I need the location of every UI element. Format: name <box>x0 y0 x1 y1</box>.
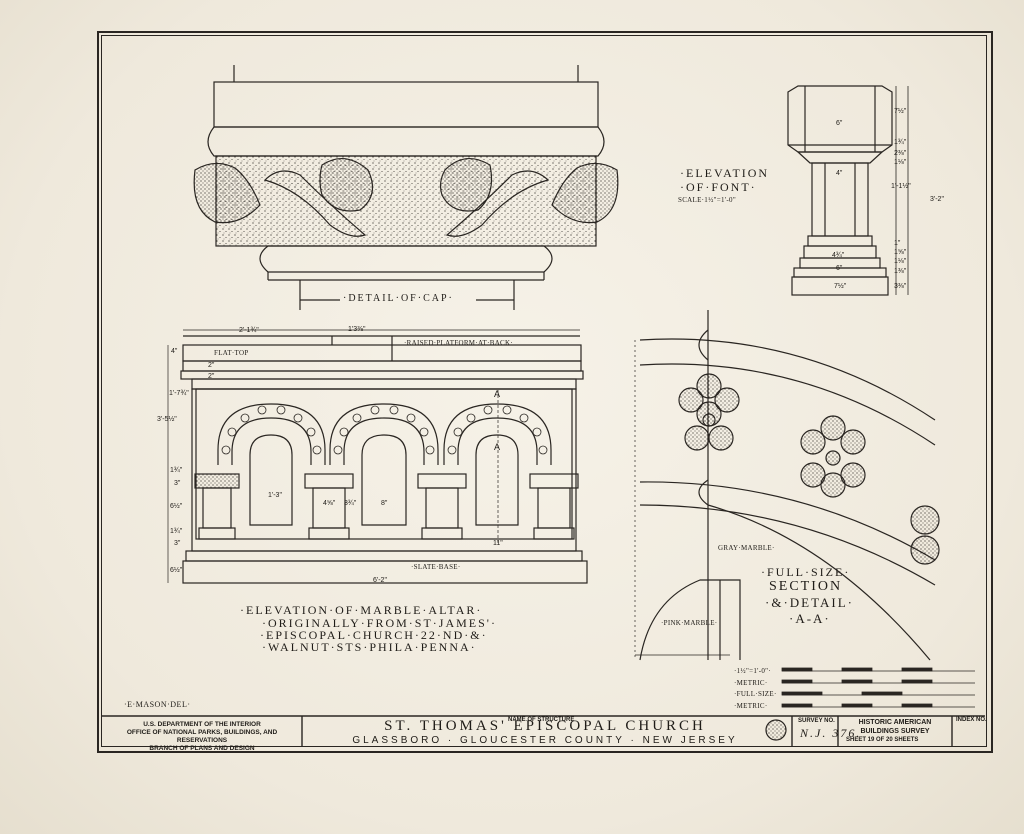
scale-label-4: ·METRIC· <box>734 702 768 710</box>
altar-caption-line4: ·WALNUT·STS·PHILA·PENNA· <box>262 640 477 654</box>
font-dim-right9: 1⅜" <box>894 268 907 275</box>
index-number-label: INDEX NO. <box>956 717 987 723</box>
altar-dim-left7: 1¾" <box>170 528 183 535</box>
detail-caption-line1: ·FULL·SIZE· <box>761 565 851 579</box>
altar-dim-inner1: 2" <box>208 362 215 369</box>
font-dim-right3: 2⅜" <box>894 150 907 157</box>
font-scale: SCALE·1½"=1'-0" <box>678 196 737 204</box>
structure-location: GLASSBORO · GLOUCESTER COUNTY · NEW JERS… <box>352 735 738 746</box>
font-dim-base-width2: 6" <box>836 265 843 272</box>
title-block-lines <box>101 715 985 747</box>
font-dim-right2: 1¾" <box>894 139 907 146</box>
agency-block: U.S. DEPARTMENT OF THE INTERIOR OFFICE O… <box>104 721 300 753</box>
detail-caption-line2: SECTION <box>769 579 843 594</box>
habs-block: HISTORIC AMERICAN BUILDINGS SURVEY <box>842 718 948 736</box>
scale-bars <box>781 667 975 708</box>
font-caption-line2: ·OF·FONT· <box>680 180 757 194</box>
altar-dim-left6: 6½" <box>170 503 183 510</box>
structure-name-caption: NAME OF STRUCTURE <box>508 717 575 723</box>
altar-dim-left8: 3" <box>174 540 181 547</box>
altar-dim-top-right: 1'3⅜" <box>348 326 366 333</box>
habs-line2: BUILDINGS SURVEY <box>860 728 930 735</box>
altar-dim-left2: 1'-7¾" <box>169 390 189 397</box>
font-dim-right6: 1" <box>894 240 901 247</box>
altar-section-mark-bottom: A <box>494 442 501 452</box>
section-detail-drawing <box>634 310 940 661</box>
agency-line2: OFFICE OF NATIONAL PARKS, BUILDINGS, AND… <box>126 729 278 744</box>
altar-dim-left4: 1¾" <box>170 467 183 474</box>
detail-caption-line3: ·&·DETAIL· <box>765 595 854 610</box>
survey-number-label: SURVEY NO. <box>798 718 835 724</box>
sheet-border-outer <box>97 31 993 753</box>
font-dim-top-width: 6" <box>836 120 843 127</box>
font-caption-line1: ·ELEVATION <box>680 166 770 180</box>
survey-number: N.J. 376. <box>800 726 862 740</box>
altar-dim-left5: 3" <box>174 480 181 487</box>
agency-line3: BRANCH OF PLANS AND DESIGN <box>149 745 255 752</box>
altar-section-mark-top: A <box>494 389 501 399</box>
altar-dim-col2: 3¾" <box>344 500 357 507</box>
survey-seal-icon <box>765 719 787 741</box>
structure-name: ST. THOMAS' EPISCOPAL CHURCH <box>384 718 706 734</box>
font-dim-right10: 3⅜" <box>894 283 907 290</box>
altar-dim-col1: 4⅝" <box>323 500 336 507</box>
altar-elevation-drawing <box>167 329 588 584</box>
altar-dim-top-left: 2'-1¾" <box>239 327 259 334</box>
altar-dim-left9: 6½" <box>170 567 183 574</box>
font-dim-right7: 1⅝" <box>894 249 907 256</box>
agency-line1: U.S. DEPARTMENT OF THE INTERIOR <box>143 721 261 728</box>
altar-dim-left3: 3'-5½" <box>157 416 177 423</box>
detail-pink-marble: ·PINK·MARBLE· <box>661 619 718 627</box>
scale-label-2: ·METRIC· <box>734 679 768 687</box>
font-dim-base-width3: 7½" <box>834 283 847 290</box>
font-dim-shaft-width: 4" <box>836 170 843 177</box>
altar-caption-line3: ·EPISCOPAL·CHURCH·22·ND·&· <box>260 628 488 642</box>
altar-dim-arch: 1'-3" <box>268 492 282 499</box>
scale-label-3: ·FULL·SIZE· <box>734 690 777 698</box>
font-dim-right8: 1⅛" <box>894 258 907 265</box>
altar-caption-line1: ·ELEVATION·OF·MARBLE·ALTAR· <box>240 603 483 617</box>
font-dim-right5: 1'-1½" <box>891 183 911 190</box>
detail-caption-line4: ·A-A· <box>789 611 831 626</box>
altar-caption-line2: ·ORIGINALLY·FROM·ST·JAMES'· <box>262 616 497 630</box>
sheet-border-inner <box>101 35 987 747</box>
font-dim-right1: 7½" <box>894 108 907 115</box>
sheet-number: SHEET 19 OF 20 SHEETS <box>846 737 919 743</box>
altar-slate-base: ·SLATE·BASE· <box>411 563 461 571</box>
altar-dim-bay: 11" <box>493 540 503 547</box>
altar-dim-inner2: 2" <box>208 373 215 380</box>
font-dim-overall: 3'-2" <box>930 196 944 203</box>
altar-dim-left1: 4" <box>171 348 178 355</box>
cap-caption: ·DETAIL·OF·CAP· <box>343 293 454 304</box>
font-dim-right4: 1⅛" <box>894 159 907 166</box>
scale-label-1: ·1½"=1'-0"· <box>734 667 771 675</box>
detail-gray-marble: GRAY·MARBLE· <box>718 544 775 552</box>
altar-raised-platform: ·RAISED·PLATFORM·AT·BACK· <box>404 339 514 347</box>
altar-flat-top: FLAT·TOP <box>214 349 249 357</box>
font-elevation-drawing <box>787 85 909 296</box>
delineator: ·E·MASON·DEL· <box>124 700 191 709</box>
cap-detail-drawing <box>193 65 619 310</box>
altar-dim-opening: 8" <box>381 500 388 507</box>
altar-dim-overall: 6'-2" <box>373 577 387 584</box>
font-dim-base-width1: 4¾" <box>832 252 845 259</box>
habs-line1: HISTORIC AMERICAN <box>858 719 932 726</box>
